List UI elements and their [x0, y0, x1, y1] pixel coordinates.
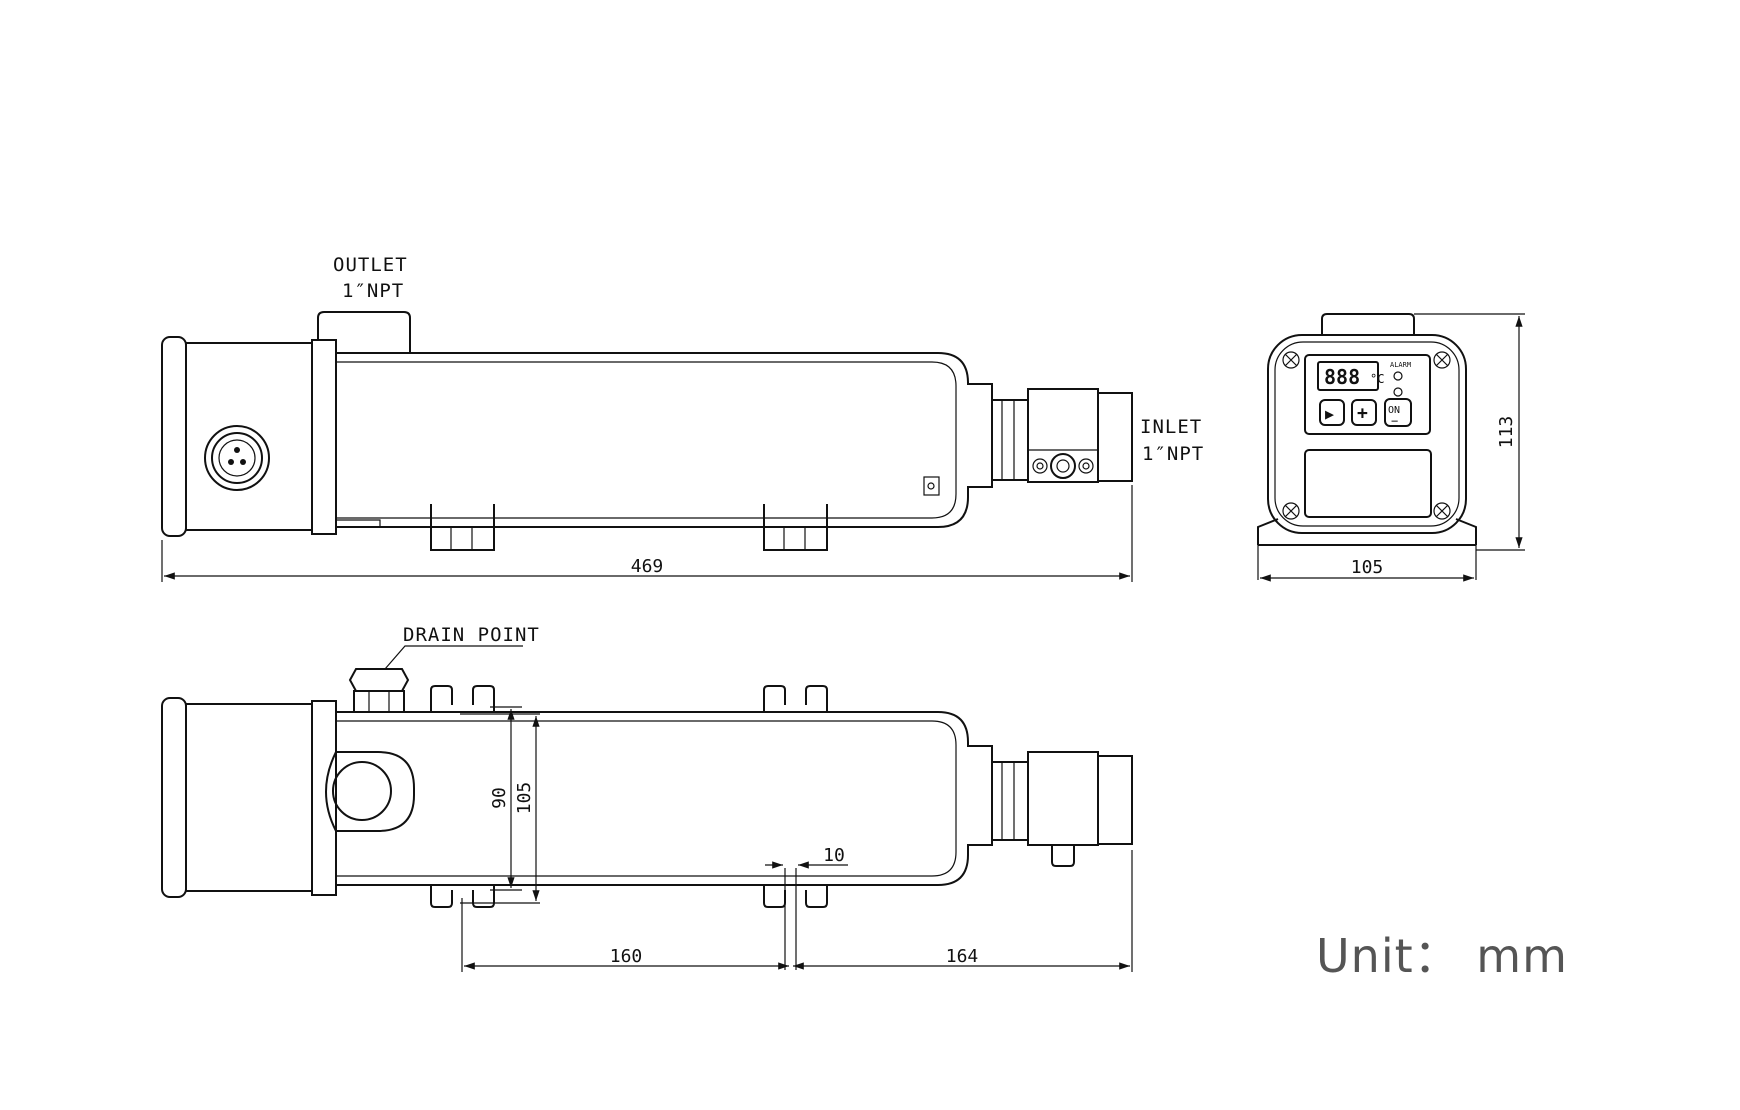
svg-text:−: −: [1391, 414, 1398, 428]
play-button[interactable]: [1319, 399, 1345, 426]
plan-length-dimensions: 160 164: [461, 850, 1133, 972]
alarm-led-2: [1393, 387, 1403, 397]
inlet-thread-label: 1″NPT: [1142, 443, 1204, 465]
mounting-screw-icon: [1282, 351, 1451, 520]
celsius-unit: °C: [1370, 372, 1384, 386]
temperature-display: 888: [1324, 365, 1360, 389]
svg-text:+: +: [1357, 403, 1368, 424]
inlet-label: INLET: [1140, 416, 1202, 438]
outlet-thread-label: 1″NPT: [342, 280, 404, 302]
outlet-label: OUTLET: [333, 254, 408, 276]
plan-height-dimensions: 90 105: [460, 706, 540, 904]
alarm-label: ALARM: [1390, 361, 1411, 369]
drain-point-label: DRAIN POINT: [403, 624, 540, 646]
slot-10-value: 10: [823, 845, 845, 866]
end-view: 888 °C ALARM ▶ + ON − 105 113: [1257, 313, 1525, 582]
height-105-value: 105: [514, 782, 535, 815]
power-connector-icon: [204, 425, 270, 491]
height-90-value: 90: [489, 787, 510, 809]
svg-text:ON: ON: [1388, 405, 1400, 416]
slot-dimension: 10: [765, 845, 848, 970]
overall-length-dimension: 469: [161, 485, 1133, 582]
span-160-value: 160: [610, 946, 643, 967]
alarm-led-1: [1393, 371, 1403, 381]
height-113-value: 113: [1496, 416, 1517, 449]
width-105-value: 105: [1351, 557, 1384, 578]
plus-button[interactable]: [1351, 399, 1377, 426]
plan-view: [161, 645, 1133, 908]
length-469-value: 469: [631, 556, 664, 577]
svg-text:▶: ▶: [1325, 405, 1334, 423]
span-164-value: 164: [946, 946, 979, 967]
unit-note: Unit： mm: [1316, 929, 1568, 983]
side-view: [161, 311, 1133, 551]
on-minus-button[interactable]: [1384, 398, 1412, 427]
